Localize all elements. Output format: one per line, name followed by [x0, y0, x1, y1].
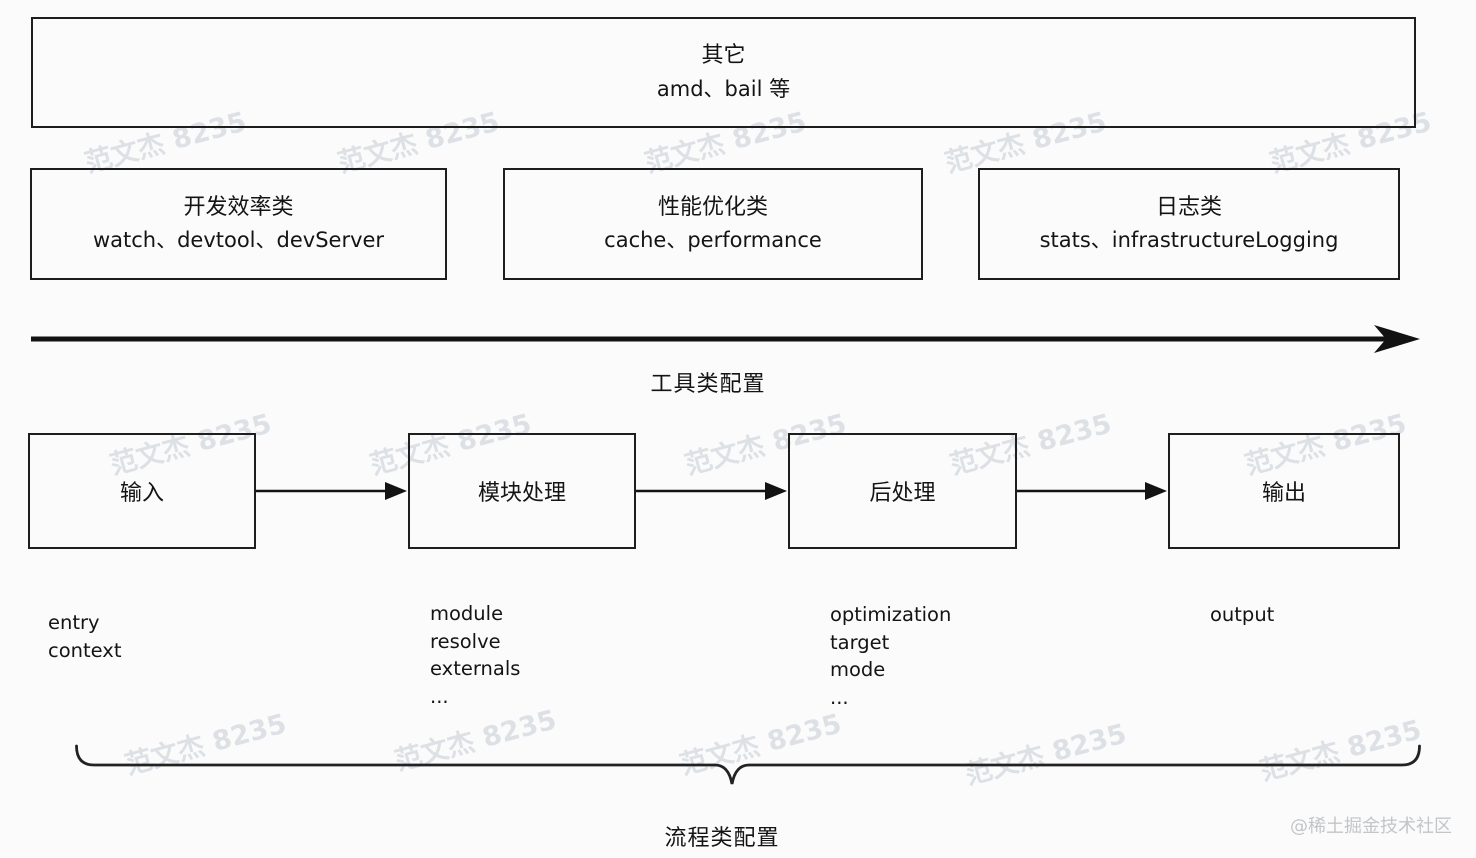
timeline-arrow	[31, 325, 1420, 353]
flow-arrow-1	[256, 482, 407, 500]
category-options: stats、infrastructureLogging	[1039, 228, 1339, 253]
config-item: module	[430, 602, 504, 625]
flow-box-label: 后处理	[869, 481, 936, 506]
category-box-logging: 日志类 stats、infrastructureLogging	[978, 168, 1400, 280]
config-list-input: entry context	[48, 609, 122, 664]
category-options: watch、devtool、devServer	[92, 228, 385, 253]
config-list-module: module resolve externals ...	[430, 600, 520, 710]
category-options: amd、bail 等	[656, 76, 791, 101]
config-item: resolve	[430, 629, 501, 653]
config-item: optimization	[830, 603, 952, 626]
category-title: 其它	[701, 43, 746, 69]
config-list-output: output	[1210, 601, 1274, 629]
flow-box-label: 模块处理	[477, 481, 566, 506]
flow-box-label: 输出	[1261, 481, 1306, 506]
config-item: context	[48, 638, 122, 662]
category-box-performance: 性能优化类 cache、performance	[503, 168, 923, 280]
config-item: entry	[48, 611, 100, 634]
category-title: 性能优化类	[657, 194, 768, 220]
config-item: ...	[430, 684, 449, 708]
config-item: mode	[830, 658, 886, 681]
flow-arrow-3	[1017, 482, 1167, 500]
tool-config-label: 工具类配置	[650, 372, 766, 397]
process-config-label: 流程类配置	[664, 826, 780, 851]
flow-box-input: 输入	[28, 433, 256, 549]
category-title: 日志类	[1155, 194, 1222, 220]
config-item: target	[830, 630, 890, 654]
category-title: 开发效率类	[183, 194, 294, 220]
flow-box-output: 输出	[1168, 433, 1400, 549]
category-box-dev-efficiency: 开发效率类 watch、devtool、devServer	[30, 168, 447, 280]
credit-watermark: @稀土掘金技术社区	[1290, 816, 1452, 837]
category-options: cache、performance	[604, 228, 822, 253]
flow-arrow-2	[636, 482, 787, 500]
flow-box-post-processing: 后处理	[788, 433, 1017, 549]
config-item: ...	[830, 685, 849, 709]
config-list-post-processing: optimization target mode ...	[830, 601, 951, 711]
flow-box-label: 输入	[119, 481, 164, 506]
process-brace	[75, 744, 1421, 785]
config-item: externals	[430, 657, 521, 680]
flow-box-module-processing: 模块处理	[408, 433, 636, 549]
config-item: output	[1210, 603, 1275, 626]
category-box-other: 其它 amd、bail 等	[31, 17, 1416, 128]
